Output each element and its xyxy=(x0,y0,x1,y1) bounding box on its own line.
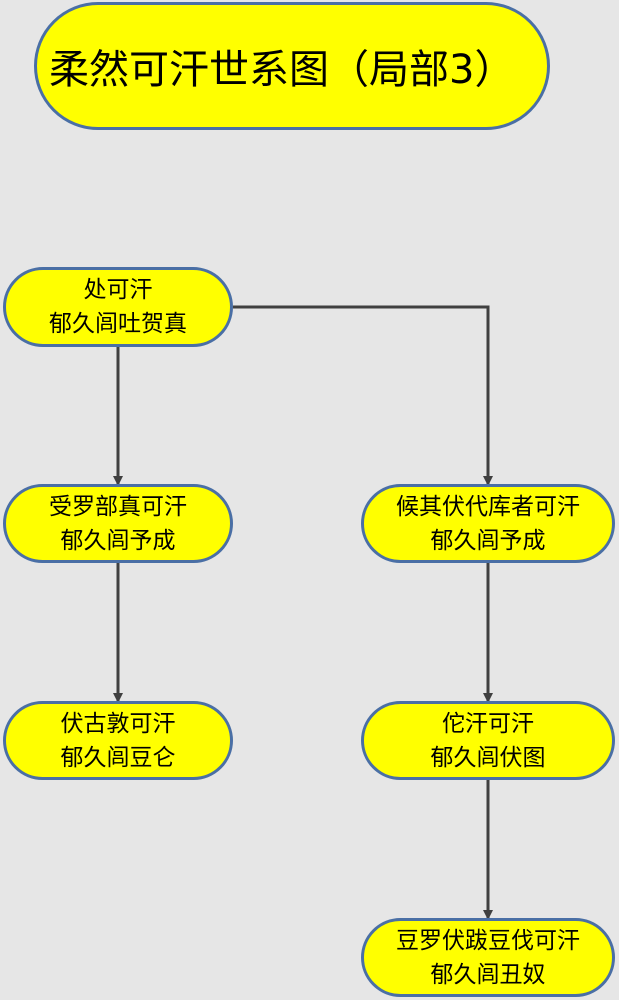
diagram-title: 柔然可汗世系图（局部3） xyxy=(34,2,550,130)
node-personal-name: 郁久闾豆仑 xyxy=(60,744,176,771)
connector-chu-to-houqi xyxy=(233,305,493,486)
node-personal-name: 郁久闾伏图 xyxy=(430,744,546,771)
node-personal-name: 郁久闾予成 xyxy=(60,527,176,554)
node-title: 受罗部真可汗 xyxy=(49,493,187,520)
node-title: 豆罗伏跋豆伐可汗 xyxy=(396,927,580,954)
node-personal-name: 郁久闾丑奴 xyxy=(430,961,546,988)
node-personal-name: 郁久闾予成 xyxy=(430,527,546,554)
node-shouluobu-khagan: 受罗部真可汗 郁久闾予成 xyxy=(3,484,233,563)
node-title: 候其伏代库者可汗 xyxy=(396,493,580,520)
node-title: 处可汗 xyxy=(83,277,153,303)
node-title: 佗汗可汗 xyxy=(442,710,534,737)
node-houqi-khagan: 候其伏代库者可汗 郁久闾予成 xyxy=(361,484,615,563)
node-title: 伏古敦可汗 xyxy=(60,710,176,737)
node-tuohan-khagan: 佗汗可汗 郁久闾伏图 xyxy=(361,701,615,780)
node-douluo-khagan: 豆罗伏跋豆伐可汗 郁久闾丑奴 xyxy=(361,918,615,997)
node-fugudun-khagan: 伏古敦可汗 郁久闾豆仑 xyxy=(3,701,233,780)
node-chu-khagan: 处可汗 郁久闾吐贺真 xyxy=(3,267,233,347)
node-personal-name: 郁久闾吐贺真 xyxy=(49,311,187,337)
